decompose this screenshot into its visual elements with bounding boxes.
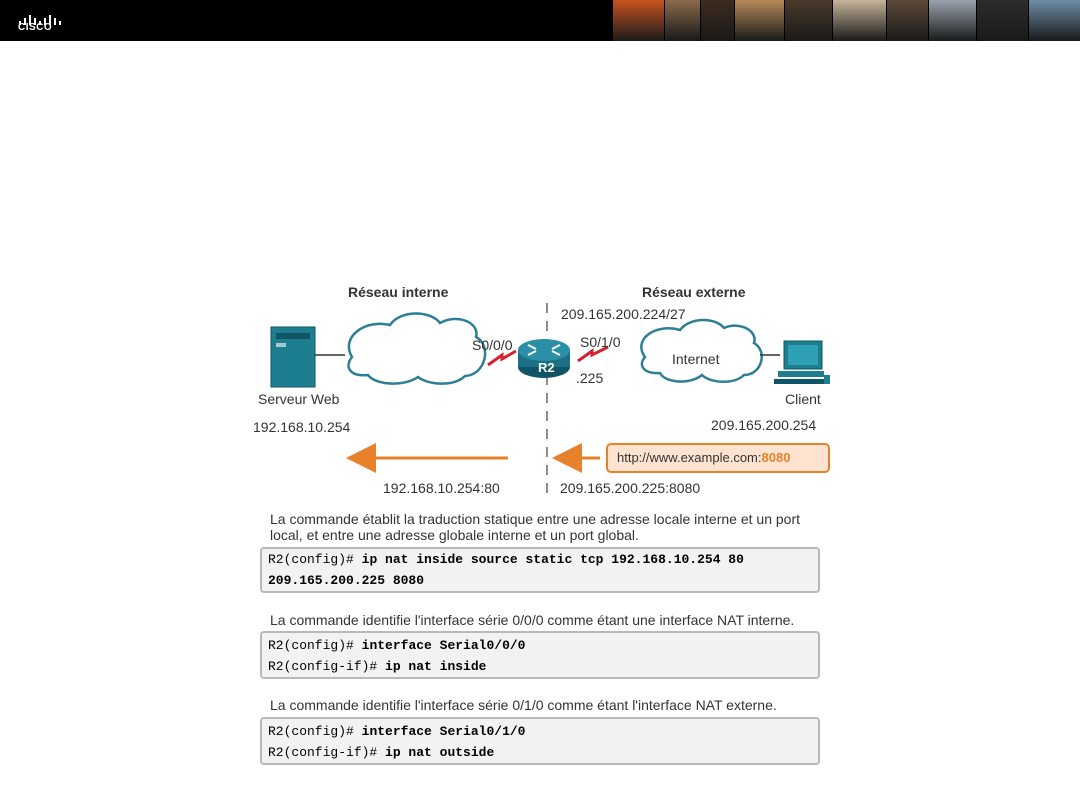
command-text: 209.165.200.225 8080	[268, 573, 425, 588]
command-line: R2(config-if)# ip nat outside	[268, 742, 812, 763]
command-description-2: La commande identifie l'interface série …	[270, 612, 795, 628]
command-text: ip nat inside	[385, 659, 487, 674]
command-line: R2(config)# interface Serial0/0/0	[268, 635, 812, 656]
command-line: R2(config)# interface Serial0/1/0	[268, 721, 812, 742]
internal-cloud-icon	[347, 312, 487, 385]
internet-label: Internet	[672, 351, 720, 367]
diagram-graphics	[270, 303, 830, 495]
command-prompt: R2(config)#	[268, 638, 354, 653]
command-description-3: La commande identifie l'interface série …	[270, 697, 777, 713]
command-line: R2(config)# ip nat inside source static …	[268, 549, 812, 570]
command-line: 209.165.200.225 8080	[268, 570, 812, 591]
server-icon	[270, 326, 316, 388]
logo-text: CISCO	[18, 22, 53, 33]
command-text: interface Serial0/1/0	[361, 724, 526, 739]
header-photo	[784, 0, 833, 41]
url-port: 8080	[761, 450, 791, 465]
header-photo	[612, 0, 664, 41]
command-prompt: R2(config-if)#	[268, 745, 378, 760]
server-label: Serveur Web	[258, 391, 340, 407]
router-suffix-label: .225	[576, 370, 604, 386]
command-text: ip nat outside	[385, 745, 495, 760]
header-photo	[734, 0, 785, 41]
url-box: http://www.example.com:8080	[606, 443, 830, 473]
command-prompt: R2(config)#	[268, 552, 354, 567]
command-text: interface Serial0/0/0	[361, 638, 526, 653]
photo-strip	[612, 0, 1080, 41]
cisco-logo-icon	[19, 15, 61, 25]
url-prefix: http://www.example.com:	[617, 450, 762, 465]
header-photo	[1028, 0, 1080, 41]
header-bar: CISCO	[0, 0, 1080, 41]
router-icon	[518, 339, 570, 378]
command-prompt: R2(config-if)#	[268, 659, 378, 674]
internal-network-label: Réseau interne	[348, 284, 449, 300]
router-label: R2	[538, 360, 555, 375]
command-box-2: R2(config)# interface Serial0/0/0 R2(con…	[260, 631, 820, 679]
outside-socket-label: 209.165.200.225:8080	[560, 480, 701, 496]
internet-cloud-icon	[640, 318, 763, 383]
inside-socket-label: 192.168.10.254:80	[383, 480, 500, 496]
client-ip: 209.165.200.254	[711, 417, 817, 433]
external-network-label: Réseau externe	[642, 284, 746, 300]
header-photo	[700, 0, 735, 41]
s010-label: S0/1/0	[580, 334, 621, 350]
serial-link-left	[487, 349, 517, 367]
s000-label: S0/0/0	[472, 337, 513, 353]
command-box-1: R2(config)# ip nat inside source static …	[260, 547, 820, 593]
command-box-3: R2(config)# interface Serial0/1/0 R2(con…	[260, 717, 820, 765]
header-photo	[832, 0, 887, 41]
header-photo	[663, 0, 701, 41]
header-photo	[928, 0, 977, 41]
command-line: R2(config-if)# ip nat inside	[268, 656, 812, 677]
header-photo	[976, 0, 1029, 41]
header-photo	[886, 0, 929, 41]
nat-diagram: Réseau interne Réseau externe 209.165.20…	[240, 275, 840, 505]
subnet-label: 209.165.200.224/27	[561, 306, 686, 322]
client-pc-icon	[774, 340, 830, 384]
command-text: ip nat inside source static tcp 192.168.…	[361, 552, 744, 567]
serial-link-right	[577, 345, 609, 363]
command-description-1: La commande établit la traduction statiq…	[270, 511, 800, 543]
client-label: Client	[785, 391, 821, 407]
server-ip: 192.168.10.254	[253, 419, 351, 435]
command-prompt: R2(config)#	[268, 724, 354, 739]
